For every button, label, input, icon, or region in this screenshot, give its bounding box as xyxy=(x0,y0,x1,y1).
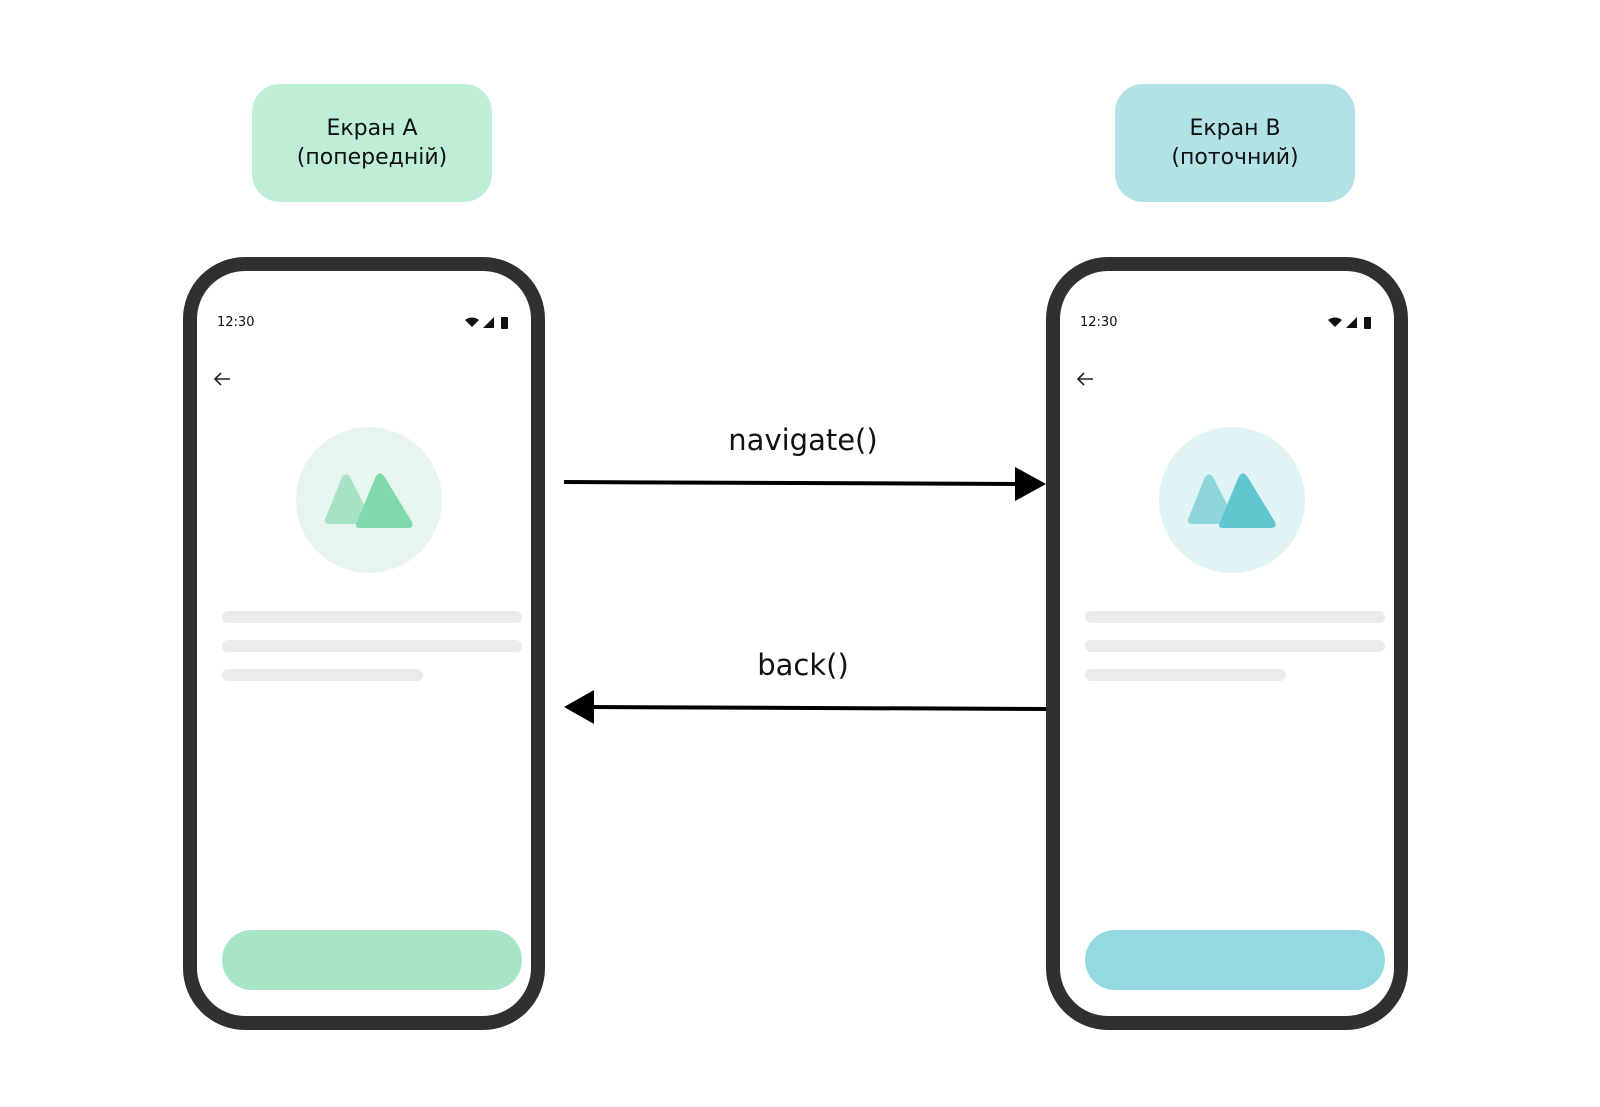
navigate-label: navigate() xyxy=(728,423,877,457)
navigate-arrow-line xyxy=(563,480,1019,486)
screen-b-label: Екран B (поточний) xyxy=(1115,84,1355,202)
back-arrow-icon[interactable] xyxy=(212,371,232,391)
mountain-front xyxy=(1219,473,1276,528)
signal-icon xyxy=(1346,317,1357,328)
text-line xyxy=(222,611,522,623)
screen-a-subtitle: (попередній) xyxy=(296,145,448,170)
navigate-arrowhead xyxy=(1015,467,1046,501)
back-arrowhead xyxy=(564,690,594,724)
wifi-icon xyxy=(1328,317,1342,327)
phone-screen-a: 12:30 xyxy=(183,257,545,1030)
status-time: 12:30 xyxy=(1080,315,1118,330)
status-icons xyxy=(1328,315,1374,334)
wifi-icon xyxy=(465,317,479,327)
screen-a-label: Екран A (попередній) xyxy=(252,84,492,202)
mountain-icon xyxy=(324,473,413,528)
back-arrow-icon[interactable] xyxy=(1075,371,1095,391)
status-time: 12:30 xyxy=(217,315,255,330)
battery-icon xyxy=(1364,317,1371,329)
hero-image-circle xyxy=(1159,427,1305,573)
text-line xyxy=(1085,611,1385,623)
primary-button[interactable] xyxy=(1085,930,1385,990)
screen-b-title: Екран B xyxy=(1189,116,1281,141)
primary-button[interactable] xyxy=(222,930,522,990)
screen-b-subtitle: (поточний) xyxy=(1171,145,1299,170)
back-arrow-line xyxy=(591,705,1047,711)
mountain-front xyxy=(356,473,413,528)
text-line xyxy=(1085,640,1385,652)
signal-icon xyxy=(483,317,494,328)
hero-image-circle xyxy=(296,427,442,573)
text-line xyxy=(1085,669,1286,681)
text-line xyxy=(222,640,522,652)
screen-a-title: Екран A xyxy=(326,116,418,141)
text-line xyxy=(222,669,423,681)
battery-icon xyxy=(501,317,508,329)
back-label: back() xyxy=(757,648,849,682)
mountain-icon xyxy=(1187,473,1276,528)
status-icons xyxy=(465,315,511,334)
phone-screen-b: 12:30 xyxy=(1046,257,1408,1030)
